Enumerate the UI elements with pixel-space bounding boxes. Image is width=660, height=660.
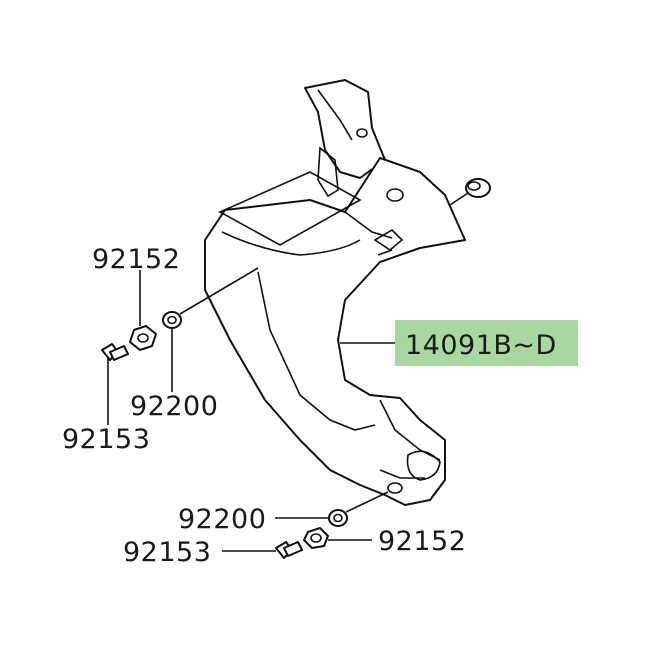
label-92200-left: 92200 [130, 391, 218, 422]
washer-92200-left [162, 267, 259, 392]
grommet [449, 178, 491, 206]
label-92152-top: 92152 [92, 244, 180, 275]
washer-92200-bottom [275, 491, 389, 527]
fairing-part-14091 [204, 157, 466, 506]
screw-92153-left [101, 343, 129, 425]
label-main-part: 14091B~D [405, 330, 557, 361]
nut-92152-left [129, 270, 157, 351]
label-92152-bottom: 92152 [378, 526, 466, 557]
screw-92153-bottom [222, 541, 303, 559]
part-number-highlight [395, 320, 578, 366]
label-92153-left: 92153 [62, 424, 150, 455]
label-92153-bottom: 92153 [123, 537, 211, 568]
label-92200-bottom: 92200 [178, 504, 266, 535]
nut-92152-bottom [303, 527, 372, 549]
